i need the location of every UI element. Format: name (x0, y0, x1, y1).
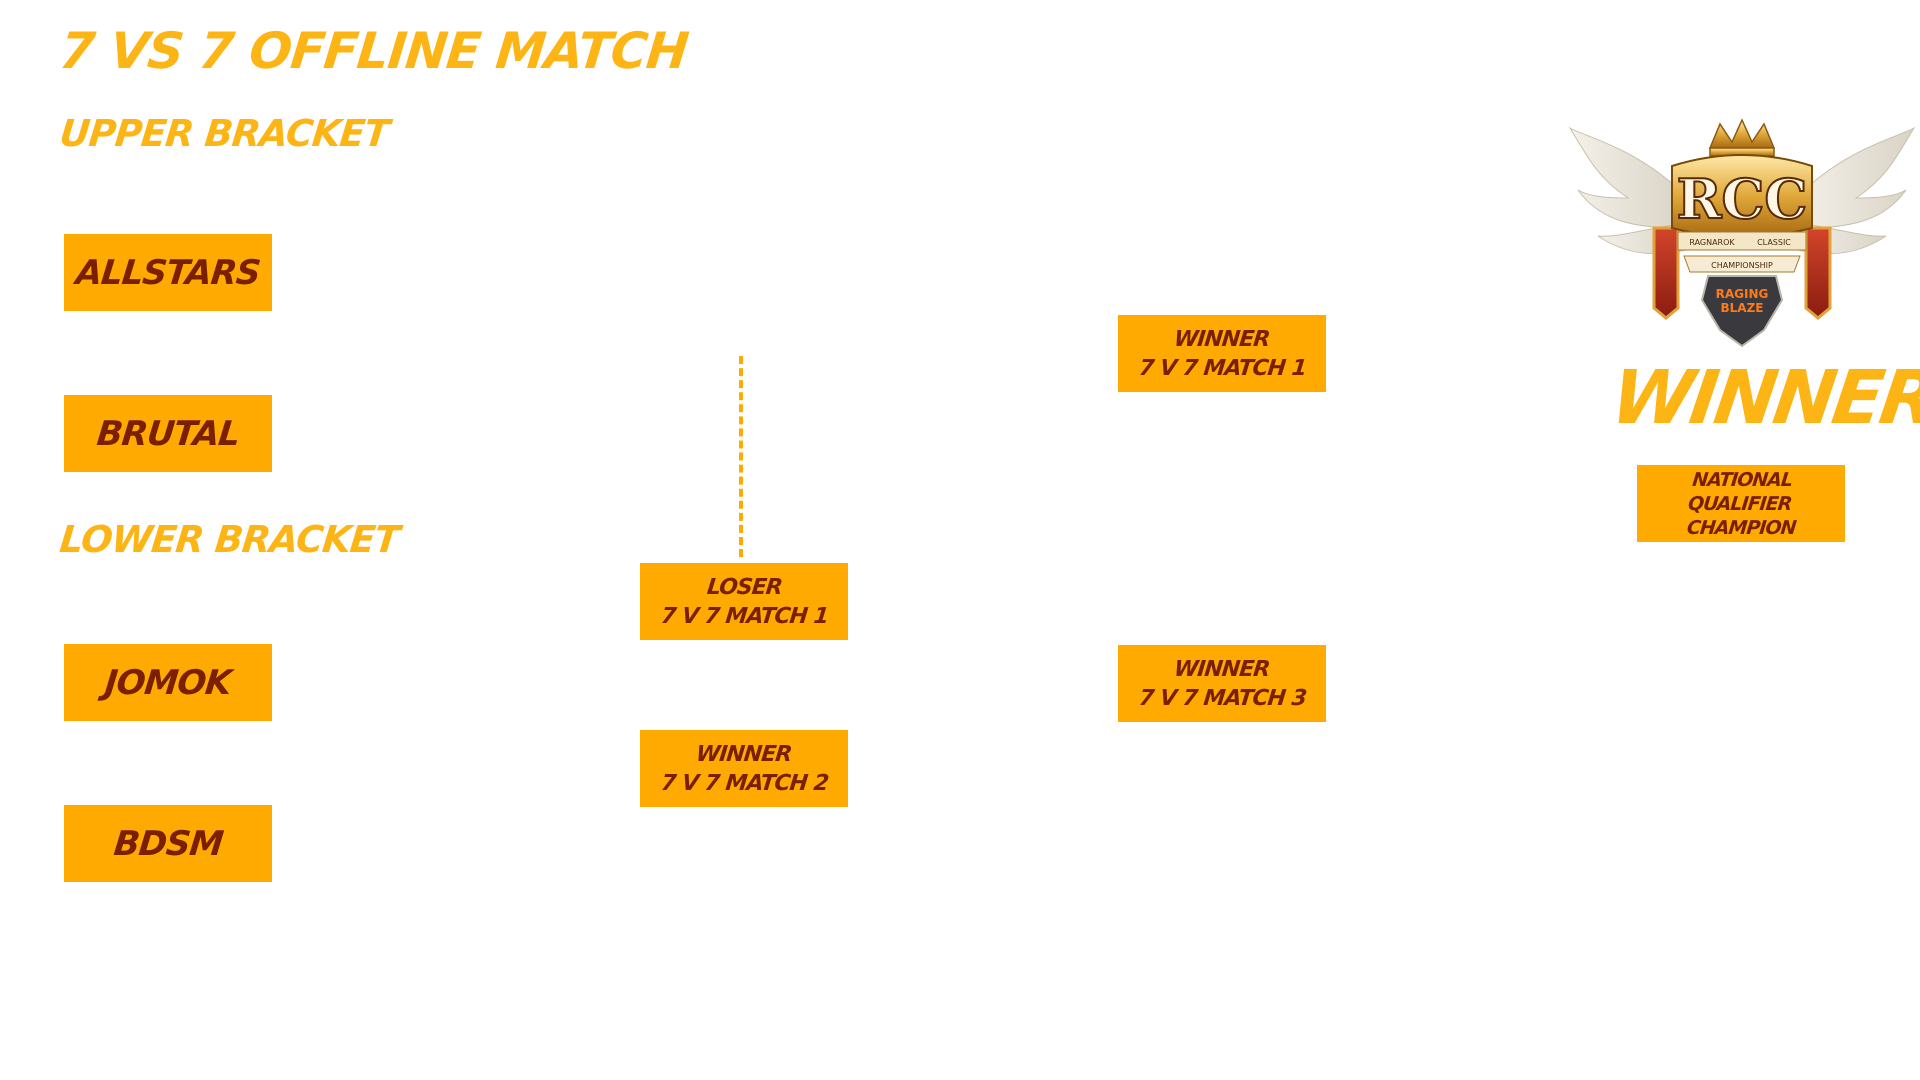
slot-match: 7 V 7 MATCH 2 (659, 770, 829, 796)
national-qualifier-champion-box: NATIONAL QUALIFIER CHAMPION (1637, 465, 1845, 542)
logo-badge-line2: BLAZE (1721, 301, 1764, 315)
page-title: 7 VS 7 OFFLINE MATCH (56, 22, 691, 80)
slot-label: WINNER (1173, 326, 1271, 352)
logo-subtitle-right: CLASSIC (1757, 238, 1791, 247)
winner-heading: WINNER (1605, 355, 1920, 441)
team-box-allstars: ALLSTARS (64, 234, 272, 311)
slot-winner-match-3: WINNER 7 V 7 MATCH 3 (1118, 645, 1326, 722)
slot-match: 7 V 7 MATCH 3 (1137, 685, 1307, 711)
lower-bracket-heading: LOWER BRACKET (57, 518, 401, 561)
team-name: BDSM (111, 823, 225, 864)
slot-winner-match-1: WINNER 7 V 7 MATCH 1 (1118, 315, 1326, 392)
final-line-1: NATIONAL QUALIFIER (1686, 468, 1794, 515)
final-line-2: CHAMPION (1685, 516, 1797, 539)
slot-label: WINNER (1173, 656, 1271, 682)
team-name: ALLSTARS (74, 252, 262, 293)
logo-subtitle-left: RAGNAROK (1689, 238, 1735, 247)
slot-match: 7 V 7 MATCH 1 (1137, 355, 1307, 381)
upper-bracket-heading: UPPER BRACKET (57, 112, 391, 155)
slot-label: LOSER (705, 574, 783, 600)
logo-letters: RCC (1677, 167, 1808, 231)
bracket-connector-line (739, 356, 743, 557)
slot-match: 7 V 7 MATCH 1 (659, 603, 829, 629)
team-name: JOMOK (103, 662, 233, 703)
rcc-championship-logo: RCC RAGNAROK CLASSIC CHAMPIONSHIP RAGING… (1568, 118, 1916, 348)
team-name: BRUTAL (94, 413, 242, 454)
logo-banner: CHAMPIONSHIP (1711, 261, 1773, 270)
team-box-bdsm: BDSM (64, 805, 272, 882)
slot-label: WINNER (695, 741, 793, 767)
slot-winner-match-2: WINNER 7 V 7 MATCH 2 (640, 730, 848, 807)
crown-icon (1708, 118, 1776, 157)
slot-loser-match-1: LOSER 7 V 7 MATCH 1 (640, 563, 848, 640)
team-box-jomok: JOMOK (64, 644, 272, 721)
team-box-brutal: BRUTAL (64, 395, 272, 472)
logo-badge-line1: RAGING (1716, 287, 1769, 301)
